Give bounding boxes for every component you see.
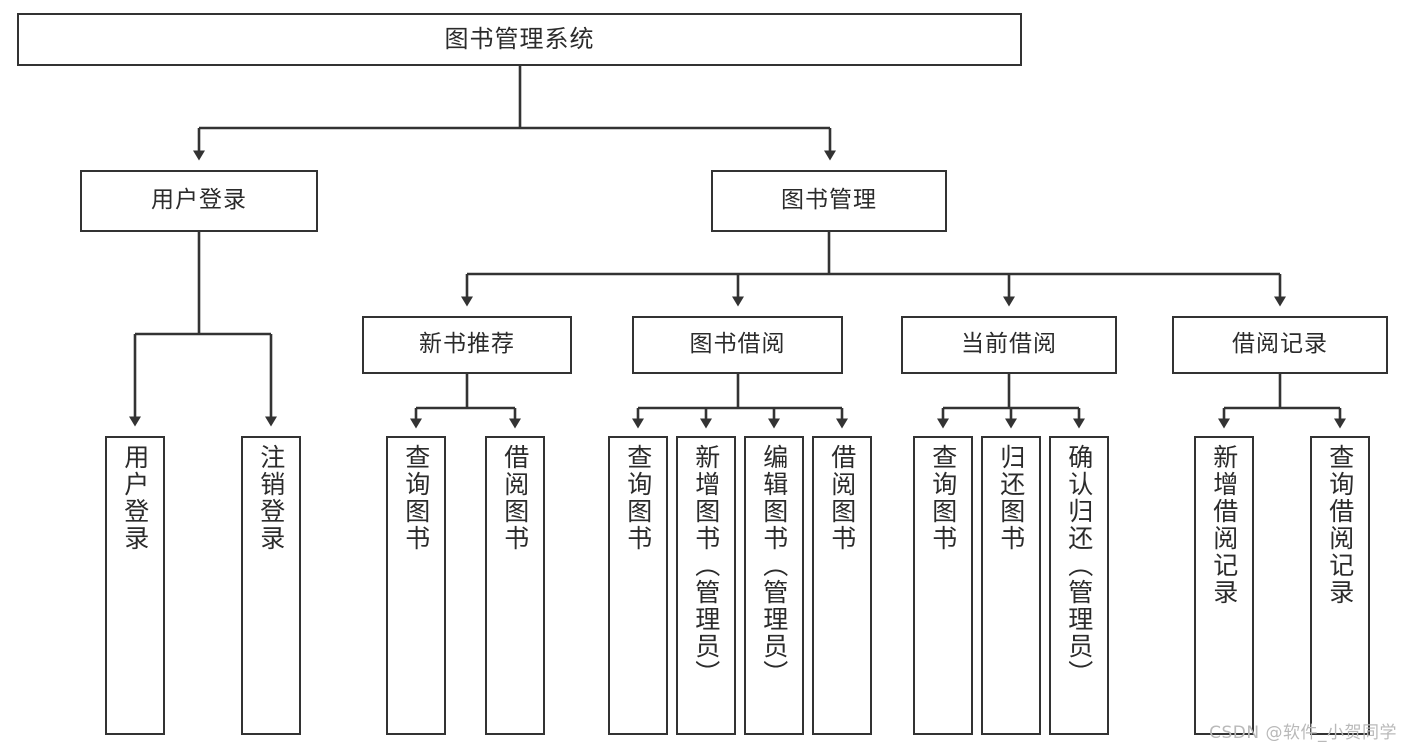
leaf-query-book-rec-label: 查询图书: [401, 444, 431, 552]
leaf-query-borrow-record-label: 查询借阅记录: [1325, 444, 1355, 606]
node-root-label: 图书管理系统: [444, 25, 595, 54]
leaf-user-logout[interactable]: 注销登录: [241, 436, 301, 735]
node-book-management[interactable]: 图书管理: [711, 170, 947, 232]
leaf-query-book-rec[interactable]: 查询图书: [386, 436, 446, 735]
leaf-query-book-current[interactable]: 查询图书: [913, 436, 973, 735]
leaf-return-book-label: 归还图书: [996, 444, 1026, 552]
watermark-text: CSDN @软件_小贺同学: [1209, 723, 1397, 743]
node-book-management-label: 图书管理: [781, 187, 877, 214]
node-user-login[interactable]: 用户登录: [80, 170, 318, 232]
leaf-user-login[interactable]: 用户登录: [105, 436, 165, 735]
leaf-add-book-admin[interactable]: 新增图书（管理员）: [676, 436, 736, 735]
node-current-borrow[interactable]: 当前借阅: [901, 316, 1117, 374]
leaf-add-borrow-record[interactable]: 新增借阅记录: [1194, 436, 1254, 735]
leaf-add-book-admin-label: 新增图书（管理员）: [691, 444, 721, 687]
leaf-edit-book-admin[interactable]: 编辑图书（管理员）: [744, 436, 804, 735]
leaf-edit-book-admin-label: 编辑图书（管理员）: [759, 444, 789, 687]
node-borrow-record-label: 借阅记录: [1232, 331, 1328, 358]
node-new-book-recommendation-label: 新书推荐: [419, 331, 515, 358]
node-book-borrow-label: 图书借阅: [689, 331, 786, 358]
leaf-confirm-return-admin-label: 确认归还（管理员）: [1064, 444, 1094, 687]
node-borrow-record[interactable]: 借阅记录: [1172, 316, 1388, 374]
leaf-borrow-book[interactable]: 借阅图书: [812, 436, 872, 735]
leaf-query-book-borrow[interactable]: 查询图书: [608, 436, 668, 735]
leaf-user-login-label: 用户登录: [120, 444, 150, 552]
leaf-confirm-return-admin[interactable]: 确认归还（管理员）: [1049, 436, 1109, 735]
leaf-user-logout-label: 注销登录: [256, 444, 286, 552]
leaf-query-book-current-label: 查询图书: [928, 444, 958, 552]
leaf-query-book-borrow-label: 查询图书: [623, 444, 653, 552]
node-root[interactable]: 图书管理系统: [17, 13, 1022, 66]
node-current-borrow-label: 当前借阅: [961, 331, 1057, 358]
leaf-return-book[interactable]: 归还图书: [981, 436, 1041, 735]
leaf-borrow-book-rec-label: 借阅图书: [500, 444, 530, 552]
leaf-query-borrow-record[interactable]: 查询借阅记录: [1310, 436, 1370, 735]
leaf-borrow-book-rec[interactable]: 借阅图书: [485, 436, 545, 735]
node-user-login-label: 用户登录: [151, 187, 247, 214]
leaf-add-borrow-record-label: 新增借阅记录: [1209, 444, 1239, 606]
leaf-borrow-book-label: 借阅图书: [827, 444, 857, 552]
node-new-book-recommendation[interactable]: 新书推荐: [362, 316, 572, 374]
node-book-borrow[interactable]: 图书借阅: [632, 316, 843, 374]
